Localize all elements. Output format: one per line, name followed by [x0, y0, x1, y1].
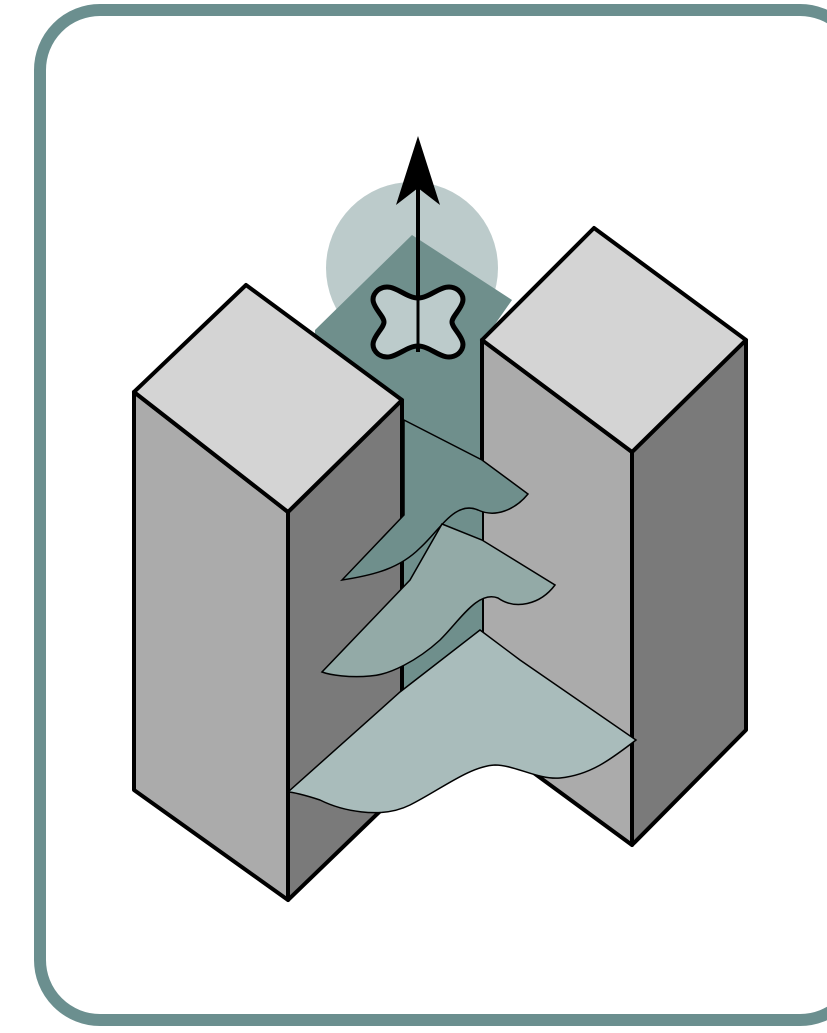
- diagram-stage: [0, 0, 827, 1033]
- diagram-canvas: [0, 0, 827, 1033]
